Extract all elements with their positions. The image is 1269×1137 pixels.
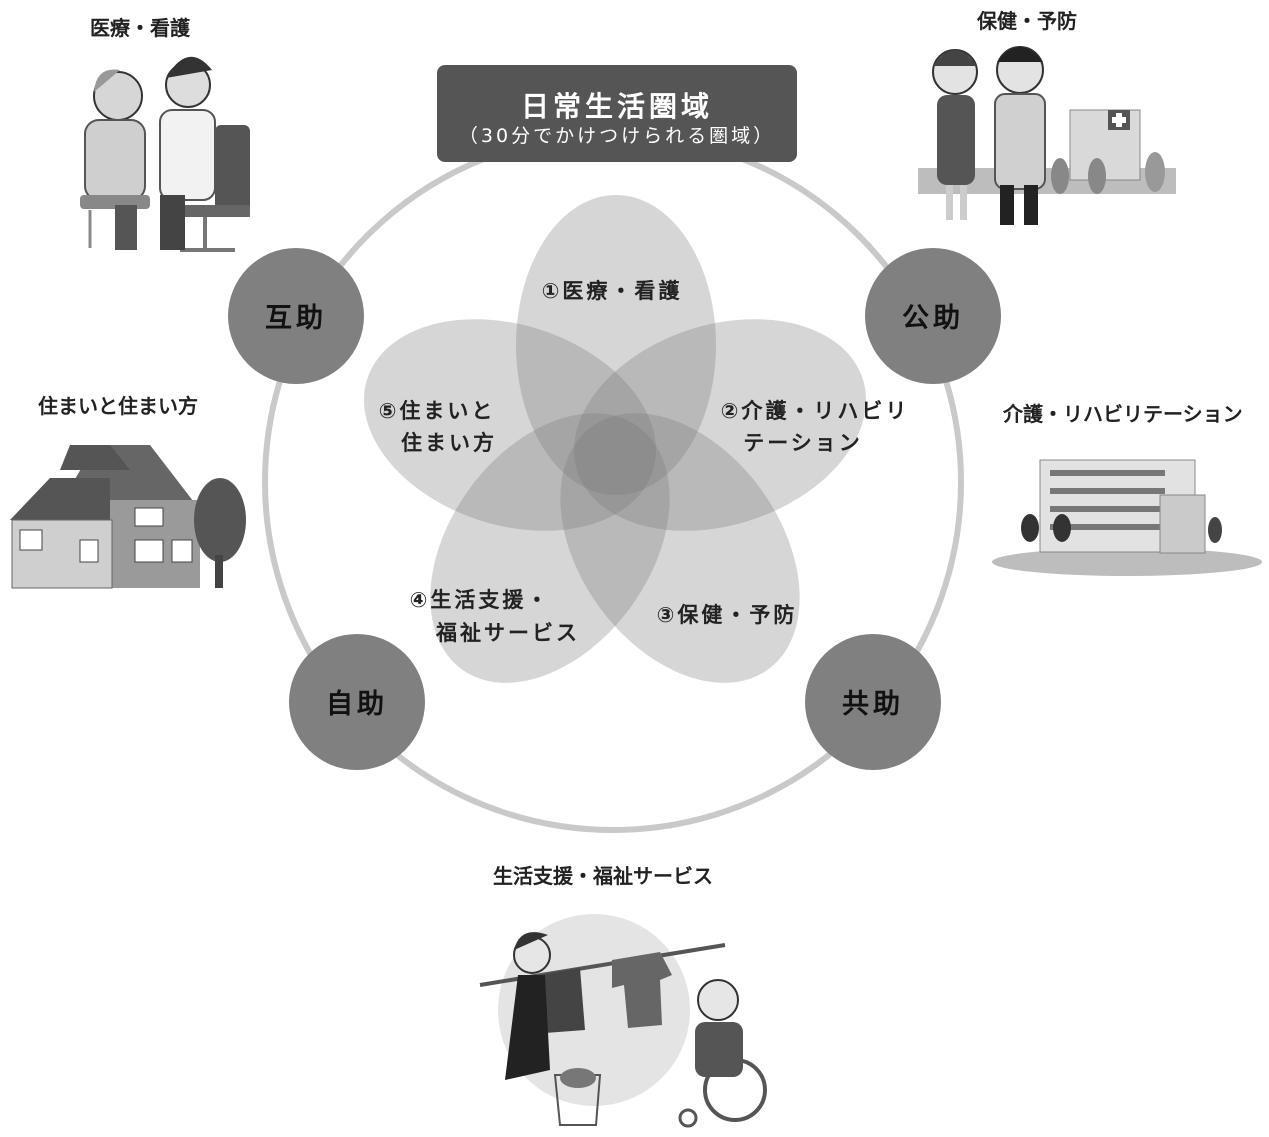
- label-health: 保健・予防: [977, 9, 1077, 33]
- petal-health: [560, 413, 800, 683]
- circle-jijo-label: 自助: [326, 688, 388, 720]
- circle-kyojo: [805, 634, 941, 770]
- petal-label-1: ①医療・看護: [542, 279, 683, 303]
- label-care: 介護・リハビリテーション: [1003, 402, 1243, 426]
- livelihood-support-illustration: [479, 914, 767, 1128]
- label-medical: 医療・看護: [90, 16, 190, 40]
- petal-housing: [364, 319, 656, 531]
- house-illustration: [10, 445, 246, 589]
- doctor-patient-illustration: [80, 56, 250, 252]
- circle-kyojo-label: 共助: [842, 689, 904, 720]
- circle-jijo: [289, 634, 425, 770]
- area-title: 日常生活圏域: [520, 90, 713, 123]
- petal-label-3: ③保健・予防: [657, 603, 798, 627]
- petal-label-5-line1: ⑤住まいと: [379, 399, 496, 423]
- petal-label-4-line1: ④生活支援・: [410, 588, 551, 612]
- circle-kojo: [865, 248, 1001, 384]
- label-livelihood: 生活支援・福祉サービス: [493, 864, 713, 888]
- nurse-doctor-illustration: [918, 46, 1176, 225]
- petal-livelihood: [430, 413, 670, 683]
- petal-medical: [516, 195, 716, 495]
- circle-gojo: [228, 248, 364, 384]
- circle-kojo-label: 公助: [902, 303, 964, 334]
- petal-label-4-line2: 福祉サービス: [435, 621, 580, 645]
- petals-group: [364, 195, 866, 683]
- area-subtitle: （30分でかけつけられる圏域）: [458, 125, 776, 147]
- petal-label-2-line2: テーション: [743, 431, 863, 455]
- petal-care: [574, 319, 866, 531]
- petal-label-5-line2: 住まい方: [401, 431, 497, 455]
- area-title-box: 日常生活圏域 （30分でかけつけられる圏域）: [437, 65, 797, 162]
- care-facility-illustration: [992, 459, 1262, 576]
- petal-label-2-line1: ②介護・リハビリ: [721, 399, 910, 423]
- circle-gojo-label: 互助: [265, 303, 327, 334]
- label-housing: 住まいと住まい方: [38, 394, 198, 418]
